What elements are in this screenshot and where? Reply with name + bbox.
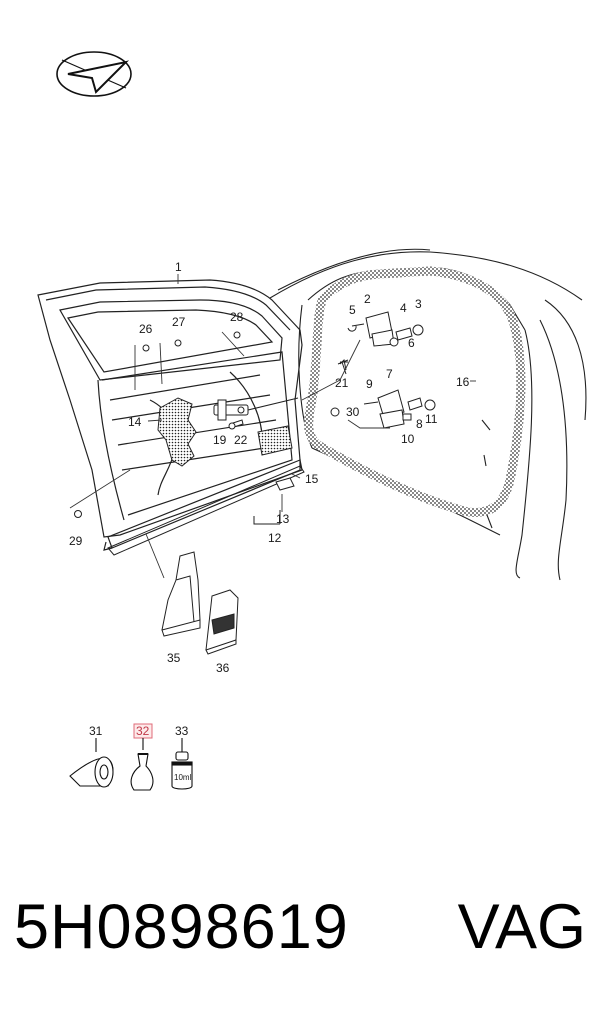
callout-16: 16 <box>456 375 470 389</box>
callout-11: 11 <box>425 412 438 426</box>
callout-3: 3 <box>415 297 422 311</box>
callout-32: 32 <box>136 724 150 738</box>
bracket-36 <box>205 589 239 655</box>
callout-2: 2 <box>364 292 371 306</box>
bag-32 <box>130 723 154 791</box>
upper-hinge <box>347 311 424 347</box>
callout-31: 31 <box>89 724 103 738</box>
callout-21: 21 <box>335 376 349 390</box>
sound-pad <box>257 425 293 456</box>
callout-26: 26 <box>139 322 153 336</box>
callout-13: 13 <box>276 512 290 526</box>
callout-6: 6 <box>408 336 415 350</box>
callout-19: 19 <box>213 433 227 447</box>
callout-22: 22 <box>234 433 248 447</box>
tape-roll-31 <box>69 738 114 788</box>
part-number: 5H0898619 <box>14 892 349 962</box>
callout-9: 9 <box>366 377 373 391</box>
bolts <box>228 359 349 430</box>
callout-36: 36 <box>216 661 230 675</box>
sill-trim <box>107 465 305 556</box>
callout-30: 30 <box>346 405 360 419</box>
callout-33: 33 <box>175 724 189 738</box>
callout-labels: 1 2 3 4 5 6 7 8 9 10 11 12 13 14 15 16 1… <box>69 260 470 782</box>
callout-35: 35 <box>167 651 181 665</box>
callout-7: 7 <box>386 367 393 381</box>
callout-4: 4 <box>400 301 407 315</box>
bottle-label: 10ml <box>174 773 192 782</box>
grommets <box>74 331 340 518</box>
callout-1: 1 <box>175 260 182 274</box>
lower-hinge <box>339 358 436 429</box>
car-body <box>269 248 587 581</box>
bracket-35 <box>161 551 201 637</box>
window-regulator <box>157 397 197 467</box>
orientation-logo <box>56 51 132 97</box>
callout-15: 15 <box>305 472 319 486</box>
callout-27: 27 <box>172 315 186 329</box>
callout-10: 10 <box>401 432 415 446</box>
door-check-strap <box>213 397 299 421</box>
bottle-33 <box>171 738 193 790</box>
callout-28: 28 <box>230 310 244 324</box>
callout-8: 8 <box>416 417 423 431</box>
callout-29: 29 <box>69 534 83 548</box>
callout-14: 14 <box>128 415 142 429</box>
callout-12: 12 <box>268 531 282 545</box>
callout-5: 5 <box>349 303 356 317</box>
leader-lines <box>69 274 476 579</box>
door-seal <box>304 266 526 518</box>
brand-name: VAG <box>457 892 586 962</box>
